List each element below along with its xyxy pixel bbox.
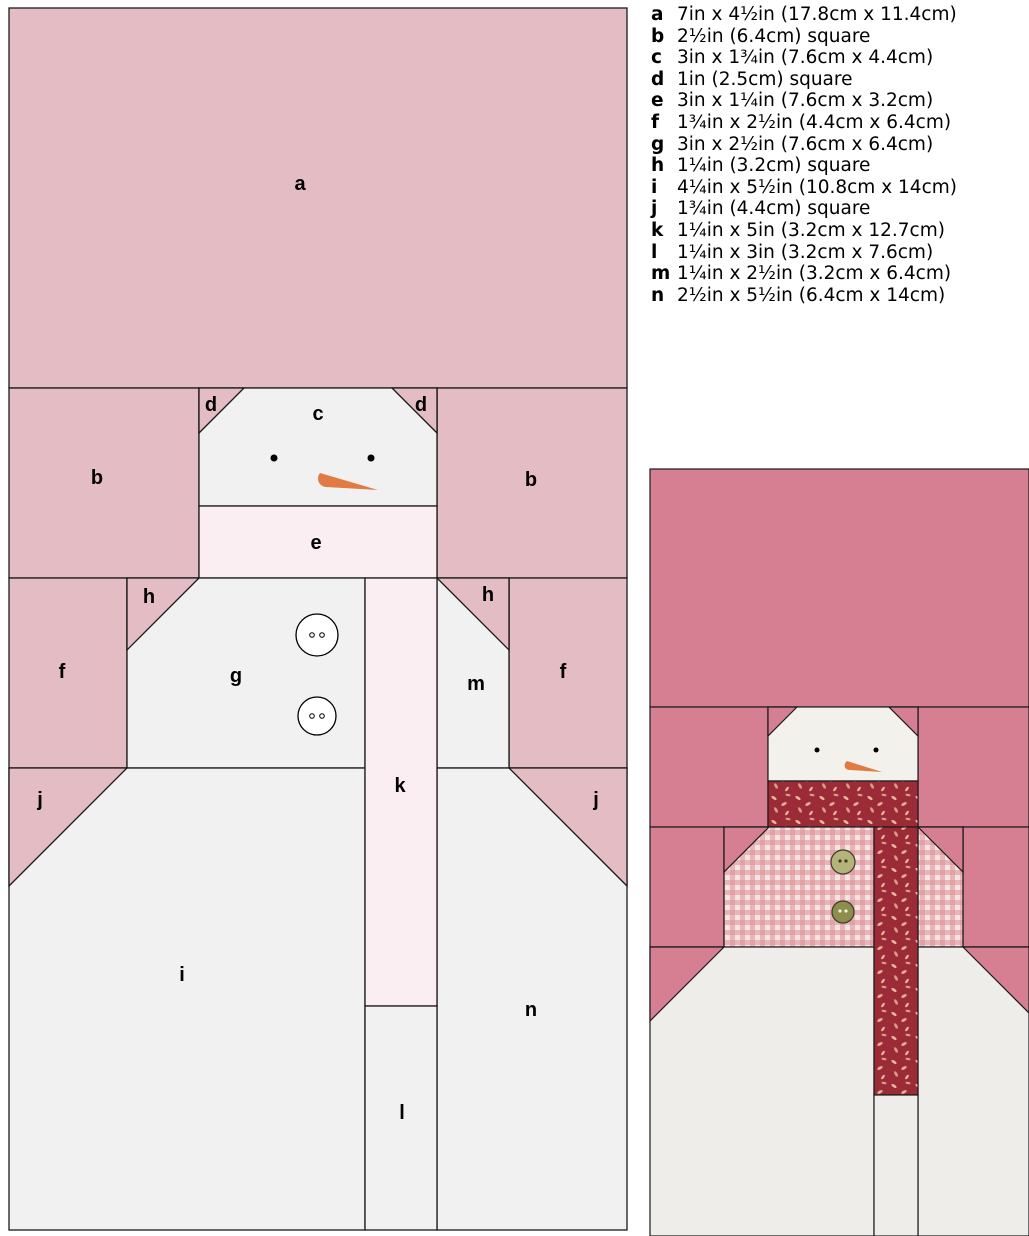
cutting-list-letter: h — [651, 155, 677, 177]
cutting-list-letter: e — [651, 90, 677, 112]
label-i: i — [179, 964, 185, 986]
label-a: a — [294, 173, 306, 195]
cutting-list-letter: l — [651, 242, 677, 264]
preview-b-left — [650, 707, 768, 827]
cutting-list-dimensions: 1¼in x 3in (3.2cm x 7.6cm) — [677, 242, 933, 264]
cutting-list-dimensions: 1¼in (3.2cm) square — [677, 155, 870, 177]
cutting-list-dimensions: 1¼in x 5in (3.2cm x 12.7cm) — [677, 220, 945, 242]
label-n: n — [525, 999, 537, 1021]
piece-i — [9, 768, 365, 1230]
preview-f-left — [650, 827, 724, 947]
cutting-list-letter: c — [651, 47, 677, 69]
label-b-right: b — [525, 469, 537, 491]
preview-button-top — [831, 850, 855, 874]
preview-f-right — [963, 827, 1029, 947]
button-bottom — [298, 697, 336, 735]
cutting-list-letter: d — [651, 69, 677, 91]
cutting-list-dimensions: 3in x 2½in (7.6cm x 6.4cm) — [677, 134, 933, 156]
label-e: e — [310, 532, 321, 554]
cutting-list-letter: i — [651, 177, 677, 199]
preview-eye-left — [815, 748, 820, 753]
cutting-list-dimensions: 7in x 4½in (17.8cm x 11.4cm) — [677, 4, 957, 26]
preview-l — [874, 1095, 918, 1236]
cutting-list-dimensions: 2½in x 5½in (6.4cm x 14cm) — [677, 285, 945, 307]
label-f-left: f — [59, 661, 66, 683]
cutting-list-dimensions: 4¼in x 5½in (10.8cm x 14cm) — [677, 177, 957, 199]
piece-f-right — [509, 578, 627, 768]
cutting-list-letter: f — [651, 112, 677, 134]
cutting-list-item: c3in x 1¾in (7.6cm x 4.4cm) — [651, 47, 957, 69]
cutting-list-letter: b — [651, 26, 677, 48]
preview-b-right — [918, 707, 1029, 827]
cutting-list-dimensions: 1¾in x 2½in (4.4cm x 6.4cm) — [677, 112, 951, 134]
label-h-right: h — [482, 584, 494, 606]
label-m: m — [467, 673, 485, 695]
label-b-left: b — [91, 467, 103, 489]
preview-button-bottom — [832, 901, 854, 923]
label-j-right: j — [592, 789, 599, 811]
cutting-list-letter: n — [651, 285, 677, 307]
button-top — [296, 614, 338, 656]
label-j-left: j — [36, 789, 43, 811]
cutting-list-letter: j — [651, 198, 677, 220]
label-d-left: d — [205, 394, 217, 416]
label-g: g — [230, 665, 242, 687]
label-d-right: d — [415, 394, 427, 416]
label-l: l — [399, 1102, 405, 1124]
piece-f-left — [9, 578, 127, 768]
preview-scarf-neck — [768, 781, 918, 827]
block-diagram — [9, 8, 627, 1230]
cutting-list-letter: a — [651, 4, 677, 26]
fabric-preview — [650, 469, 1029, 1236]
cutting-list-letter: k — [651, 220, 677, 242]
eye-right — [368, 455, 375, 462]
cutting-list-dimensions: 1¼in x 2½in (3.2cm x 6.4cm) — [677, 263, 951, 285]
cutting-list-dimensions: 1¾in (4.4cm) square — [677, 198, 870, 220]
label-h-left: h — [143, 586, 155, 608]
cutting-list-dimensions: 3in x 1¾in (7.6cm x 4.4cm) — [677, 47, 933, 69]
label-k: k — [394, 775, 406, 797]
preview-background-top — [650, 469, 1029, 707]
label-c: c — [312, 403, 323, 425]
cutting-list-dimensions: 1in (2.5cm) square — [677, 69, 852, 91]
piece-a — [9, 8, 627, 388]
preview-scarf-tail — [874, 827, 918, 1095]
label-f-right: f — [560, 661, 567, 683]
preview-head — [768, 707, 918, 781]
preview-eye-right — [874, 748, 879, 753]
eye-left — [271, 455, 278, 462]
cutting-list-dimensions: 3in x 1¼in (7.6cm x 3.2cm) — [677, 90, 933, 112]
cutting-list-letter: m — [651, 263, 677, 285]
piece-b-left — [9, 388, 199, 578]
preview-body-left — [650, 947, 874, 1236]
cutting-list-letter: g — [651, 134, 677, 156]
cutting-list-dimensions: 2½in (6.4cm) square — [677, 26, 870, 48]
